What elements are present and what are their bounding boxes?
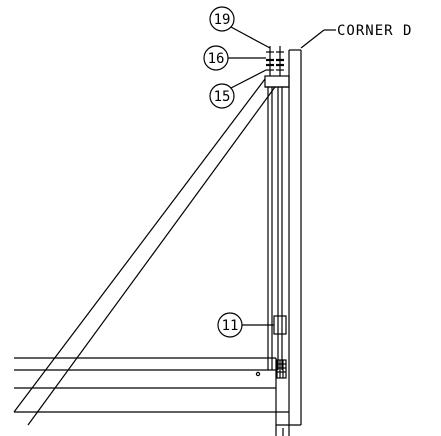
component-11-block [273, 315, 287, 335]
corner-label: CORNER D [337, 23, 412, 39]
svg-text:19: 19 [214, 12, 231, 28]
beam-bracket [276, 359, 287, 379]
callout-15: 15 [209, 69, 267, 109]
top-bolts [266, 46, 284, 76]
svg-text:15: 15 [214, 89, 231, 105]
callout-16: 16 [203, 45, 266, 71]
svg-text:16: 16 [208, 51, 225, 67]
top-header [264, 75, 290, 88]
corner-post [276, 49, 302, 426]
diagonal-brace [13, 78, 276, 426]
vertical-rod [267, 87, 283, 370]
callout-11: 11 [217, 312, 274, 338]
horizontal-beam [14, 357, 277, 389]
svg-text:11: 11 [222, 318, 239, 334]
corner-label-leader: CORNER D [300, 23, 412, 49]
callout-19: 19 [209, 6, 271, 49]
bottom-plate [14, 388, 290, 436]
